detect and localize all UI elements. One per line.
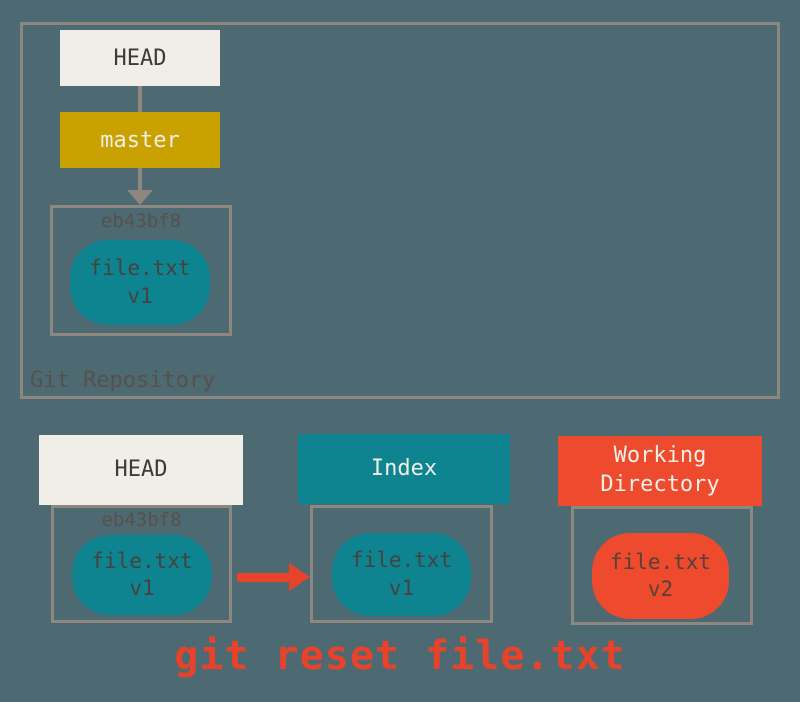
working-directory-file-blob: file.txt v2 [592, 533, 729, 619]
index-file-blob: file.txt v1 [332, 533, 471, 616]
reset-arrow-tail [237, 573, 290, 582]
index-file-version: v1 [388, 575, 415, 600]
working-directory-file-name: file.txt [609, 549, 712, 574]
index-column-box [310, 505, 493, 623]
index-column-header: Index [298, 434, 510, 504]
commit-hash-label: eb43bf8 [100, 210, 182, 232]
working-directory-column-title: Working Directory [600, 443, 720, 497]
commit-file-blob: file.txt v1 [70, 240, 210, 325]
git-repository-box [20, 22, 780, 399]
commit-file-name: file.txt [89, 256, 191, 281]
working-directory-column-box [571, 506, 753, 625]
master-branch-label: master [100, 127, 180, 153]
working-directory-file-version: v2 [647, 577, 674, 601]
head-column-header: HEAD [39, 435, 243, 505]
reset-arrow-icon [289, 563, 310, 591]
head-column-box [51, 505, 232, 623]
index-column-title: Index [370, 455, 438, 481]
head-file-blob: file.txt v1 [72, 535, 212, 615]
arrow-down-icon [127, 190, 153, 205]
head-to-master-connector [138, 86, 142, 112]
commit-file-version: v1 [127, 283, 153, 308]
head-ref-node: HEAD [60, 30, 220, 86]
head-column-title: HEAD [114, 456, 168, 482]
master-to-commit-connector [138, 168, 142, 191]
working-directory-column-header: Working Directory [558, 436, 762, 506]
master-branch-node: master [60, 112, 220, 168]
head-file-version: v1 [129, 576, 155, 600]
head-file-name: file.txt [91, 548, 193, 573]
index-file-name: file.txt [350, 548, 453, 573]
head-column-hash-label: eb43bf8 [101, 509, 182, 531]
commit-box [50, 205, 232, 336]
head-ref-label: HEAD [113, 45, 167, 71]
command-caption: git reset file.txt [174, 633, 626, 679]
git-repository-label: Git Repository [30, 368, 216, 393]
